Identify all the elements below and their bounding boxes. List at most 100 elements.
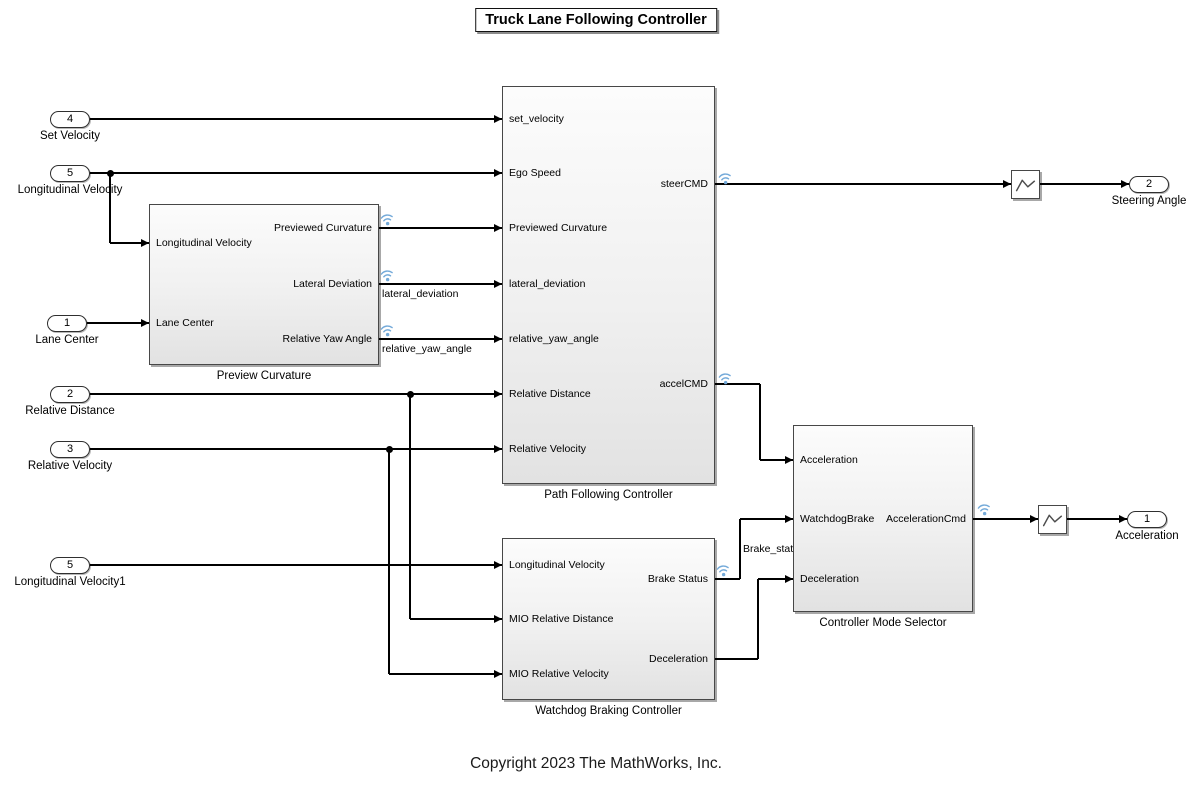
wire-mio-relative-distance[interactable] [409, 394, 411, 619]
wire-lateral-deviation[interactable] [379, 283, 502, 285]
wire-arrowhead-previewed-curvature [494, 224, 502, 232]
wire-arrowhead-steering-angle-out [1121, 180, 1129, 188]
input-port-label: lateral_deviation [509, 278, 586, 290]
wire-deceleration[interactable] [757, 579, 759, 659]
outport-label-steering-angle: Steering Angle [1111, 195, 1187, 207]
block-label-preview-curvature: Preview Curvature [216, 370, 312, 382]
wire-arrowhead-accelerationcmd [1030, 515, 1038, 523]
input-port-label: MIO Relative Distance [509, 613, 614, 625]
wire-arrowhead-accelcmd [785, 456, 793, 464]
input-port-label: WatchdogBrake [800, 513, 875, 525]
inport-longitudinal-velocity[interactable]: 5 [50, 164, 90, 182]
wire-arrowhead-lane-center [141, 319, 149, 327]
wire-arrowhead-mio-relative-velocity [494, 670, 502, 678]
input-port-label: Longitudinal Velocity [156, 237, 252, 249]
wire-brake-status[interactable] [740, 518, 793, 520]
wire-mio-relative-distance[interactable] [410, 618, 502, 620]
output-port-label: Previewed Curvature [273, 222, 372, 234]
wire-relative-distance[interactable] [90, 393, 502, 395]
signal-label-relative-yaw-angle: relative_yaw_angle [382, 343, 472, 355]
block-label-watchdog-braking-controller: Watchdog Braking Controller [535, 705, 682, 717]
input-port-label: Ego Speed [509, 167, 561, 179]
signal-wave-icon [1012, 171, 1039, 203]
wire-longitudinal-velocity[interactable] [90, 172, 502, 174]
inport-label-relative-distance: Relative Distance [25, 405, 115, 417]
wire-brake-status[interactable] [715, 578, 740, 580]
inport-lane-center[interactable]: 1 [47, 314, 87, 332]
wire-arrowhead-acceleration-out [1119, 515, 1127, 523]
wire-relative-yaw-angle[interactable] [379, 338, 502, 340]
inport-set-velocity[interactable]: 4 [50, 110, 90, 128]
wire-relative-velocity[interactable] [90, 448, 502, 450]
inport-label-lane-center: Lane Center [35, 334, 99, 346]
inport-longitudinal-velocity1[interactable]: 5 [50, 556, 90, 574]
wire-arrowhead-longitudinal-velocity [494, 169, 502, 177]
logging-badge-icon-previewed-curvature[interactable] [379, 210, 397, 228]
input-port-label: set_velocity [509, 113, 564, 125]
wire-arrowhead-longitudinal-velocity-branch [141, 239, 149, 247]
outport-acceleration[interactable]: 1 [1127, 510, 1167, 528]
inport-relative-velocity[interactable]: 3 [50, 440, 90, 458]
block-label-controller-mode-selector: Controller Mode Selector [819, 617, 947, 629]
input-port-label: Previewed Curvature [509, 222, 608, 234]
logging-badge-icon-accelcmd[interactable] [717, 369, 735, 387]
inport-label-relative-velocity: Relative Velocity [27, 460, 113, 472]
logging-badge-icon-accelerationcmd[interactable] [976, 500, 994, 518]
wire-mio-relative-velocity[interactable] [389, 673, 502, 675]
inport-relative-distance[interactable]: 2 [50, 385, 90, 403]
diagram-title: Truck Lane Following Controller [475, 8, 717, 32]
wire-arrowhead-relative-distance [494, 390, 502, 398]
wire-mio-relative-velocity[interactable] [388, 449, 390, 674]
copyright-text: Copyright 2023 The MathWorks, Inc. [470, 755, 722, 772]
outport-steering-angle[interactable]: 2 [1129, 175, 1169, 193]
wire-arrowhead-steercmd [1003, 180, 1011, 188]
input-port-label: Longitudinal Velocity [509, 559, 605, 571]
wire-deceleration[interactable] [758, 578, 793, 580]
output-port-label: AccelerationCmd [886, 513, 966, 525]
wire-lane-center[interactable] [87, 322, 149, 324]
logging-badge-icon-lateral-deviation[interactable] [379, 266, 397, 284]
input-port-label: Relative Velocity [509, 443, 587, 455]
wire-arrowhead-deceleration [785, 575, 793, 583]
wire-accelcmd[interactable] [715, 383, 760, 385]
block-label-path-following-controller: Path Following Controller [544, 489, 673, 501]
wire-arrowhead-longitudinal-velocity1 [494, 561, 502, 569]
wire-accelcmd[interactable] [759, 384, 761, 460]
output-port-label: Deceleration [649, 653, 708, 665]
inport-label-longitudinal-velocity: Longitudinal Velocity [17, 184, 123, 196]
wire-arrowhead-set-velocity [494, 115, 502, 123]
logging-badge-icon-relative-yaw-angle[interactable] [379, 321, 397, 339]
logging-badge-icon-brake-status[interactable] [715, 561, 733, 579]
inport-label-longitudinal-velocity1: Longitudinal Velocity1 [14, 576, 126, 588]
output-port-label: Relative Yaw Angle [282, 333, 372, 345]
wire-longitudinal-velocity-branch[interactable] [109, 173, 111, 243]
wire-arrowhead-relative-yaw-angle [494, 335, 502, 343]
wire-deceleration[interactable] [715, 658, 758, 660]
wire-accelcmd[interactable] [760, 459, 793, 461]
wire-longitudinal-velocity-branch[interactable] [110, 242, 149, 244]
logging-badge-icon-steercmd[interactable] [717, 169, 735, 187]
output-port-label: Brake Status [647, 573, 708, 585]
wire-accelerationcmd[interactable] [973, 518, 1038, 520]
filter-block-acceleration-filter[interactable] [1038, 505, 1067, 534]
wire-acceleration-out[interactable] [1067, 518, 1127, 520]
input-port-label: MIO Relative Velocity [509, 668, 609, 680]
signal-label-brake-status: Brake_status [743, 543, 805, 555]
wire-brake-status[interactable] [739, 519, 741, 579]
input-port-label: Lane Center [156, 317, 214, 329]
filter-block-steering-filter[interactable] [1011, 170, 1040, 199]
wire-previewed-curvature[interactable] [379, 227, 502, 229]
wire-set-velocity[interactable] [90, 118, 502, 120]
wire-arrowhead-brake-status [785, 515, 793, 523]
wire-arrowhead-relative-velocity [494, 445, 502, 453]
wire-steering-angle-out[interactable] [1040, 183, 1129, 185]
wire-longitudinal-velocity1[interactable] [90, 564, 502, 566]
input-port-label: Acceleration [800, 454, 858, 466]
signal-label-lateral-deviation: lateral_deviation [382, 288, 459, 300]
wire-steercmd[interactable] [715, 183, 1011, 185]
